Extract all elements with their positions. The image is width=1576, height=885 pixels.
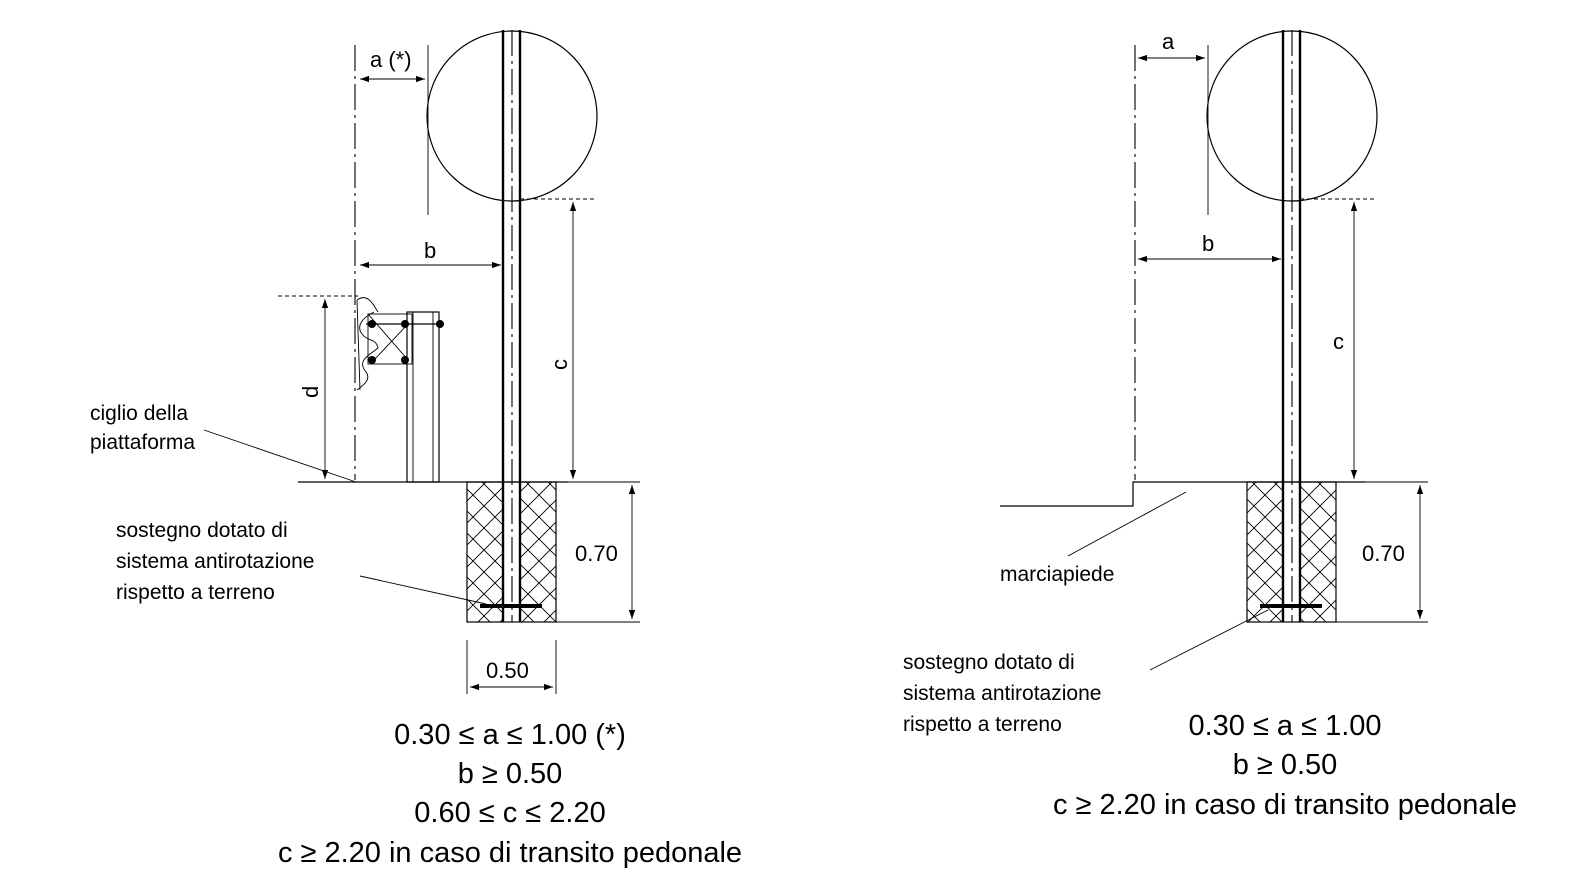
left-label-a: a (*) [370,47,412,72]
left-guardrail [356,297,444,483]
right-pole [1281,30,1302,622]
right-note-support: sostegno dotato di sistema antirotazione… [903,651,1107,736]
left-note-support-leader [359,575,487,605]
right-foundation-left [1247,482,1283,622]
left-pole [501,30,522,622]
left-label-c: c [547,359,572,370]
left-label-width: 0.50 [486,658,529,683]
left-label-depth: 0.70 [575,541,618,566]
right-label-b: b [1202,231,1214,256]
right-label-depth: 0.70 [1362,541,1405,566]
left-foundation-right [520,482,556,622]
left-foundation-left [467,482,503,622]
left-note-edge-leader [203,429,357,483]
right-conditions: 0.30 ≤ a ≤ 1.00 b ≥ 0.50 c ≥ 2.20 in cas… [1053,710,1517,821]
right-detail: a b c 0.70 marciapiede sostegno dotato d… [903,29,1517,821]
left-condition-pedestrian: c ≥ 2.20 in caso di transito pedonale [278,837,742,869]
right-label-c: c [1333,329,1344,354]
right-condition-pedestrian: c ≥ 2.20 in caso di transito pedonale [1053,789,1517,821]
right-note-support-leader [1149,609,1269,671]
left-foundation [466,481,557,623]
right-note-sidewalk: marciapiede [1000,563,1114,586]
left-condition-b: b ≥ 0.50 [458,758,563,790]
left-note-support: sostegno dotato di sistema antirotazione… [116,519,320,604]
left-label-b: b [424,238,436,263]
left-detail: a (*) b c d [90,30,742,869]
right-label-a: a [1162,29,1175,54]
right-foundation-right [1300,482,1336,622]
right-note-sidewalk-leader [1067,491,1187,557]
right-condition-b: b ≥ 0.50 [1233,749,1338,781]
left-condition-c: 0.60 ≤ c ≤ 2.20 [414,797,605,829]
left-note-edge: ciglio della piattaforma [90,402,195,454]
left-label-d: d [298,386,323,398]
left-condition-a: 0.30 ≤ a ≤ 1.00 (*) [394,719,626,751]
right-foundation [1246,481,1337,623]
right-condition-a: 0.30 ≤ a ≤ 1.00 [1188,710,1381,742]
left-conditions: 0.30 ≤ a ≤ 1.00 (*) b ≥ 0.50 0.60 ≤ c ≤ … [278,719,742,869]
